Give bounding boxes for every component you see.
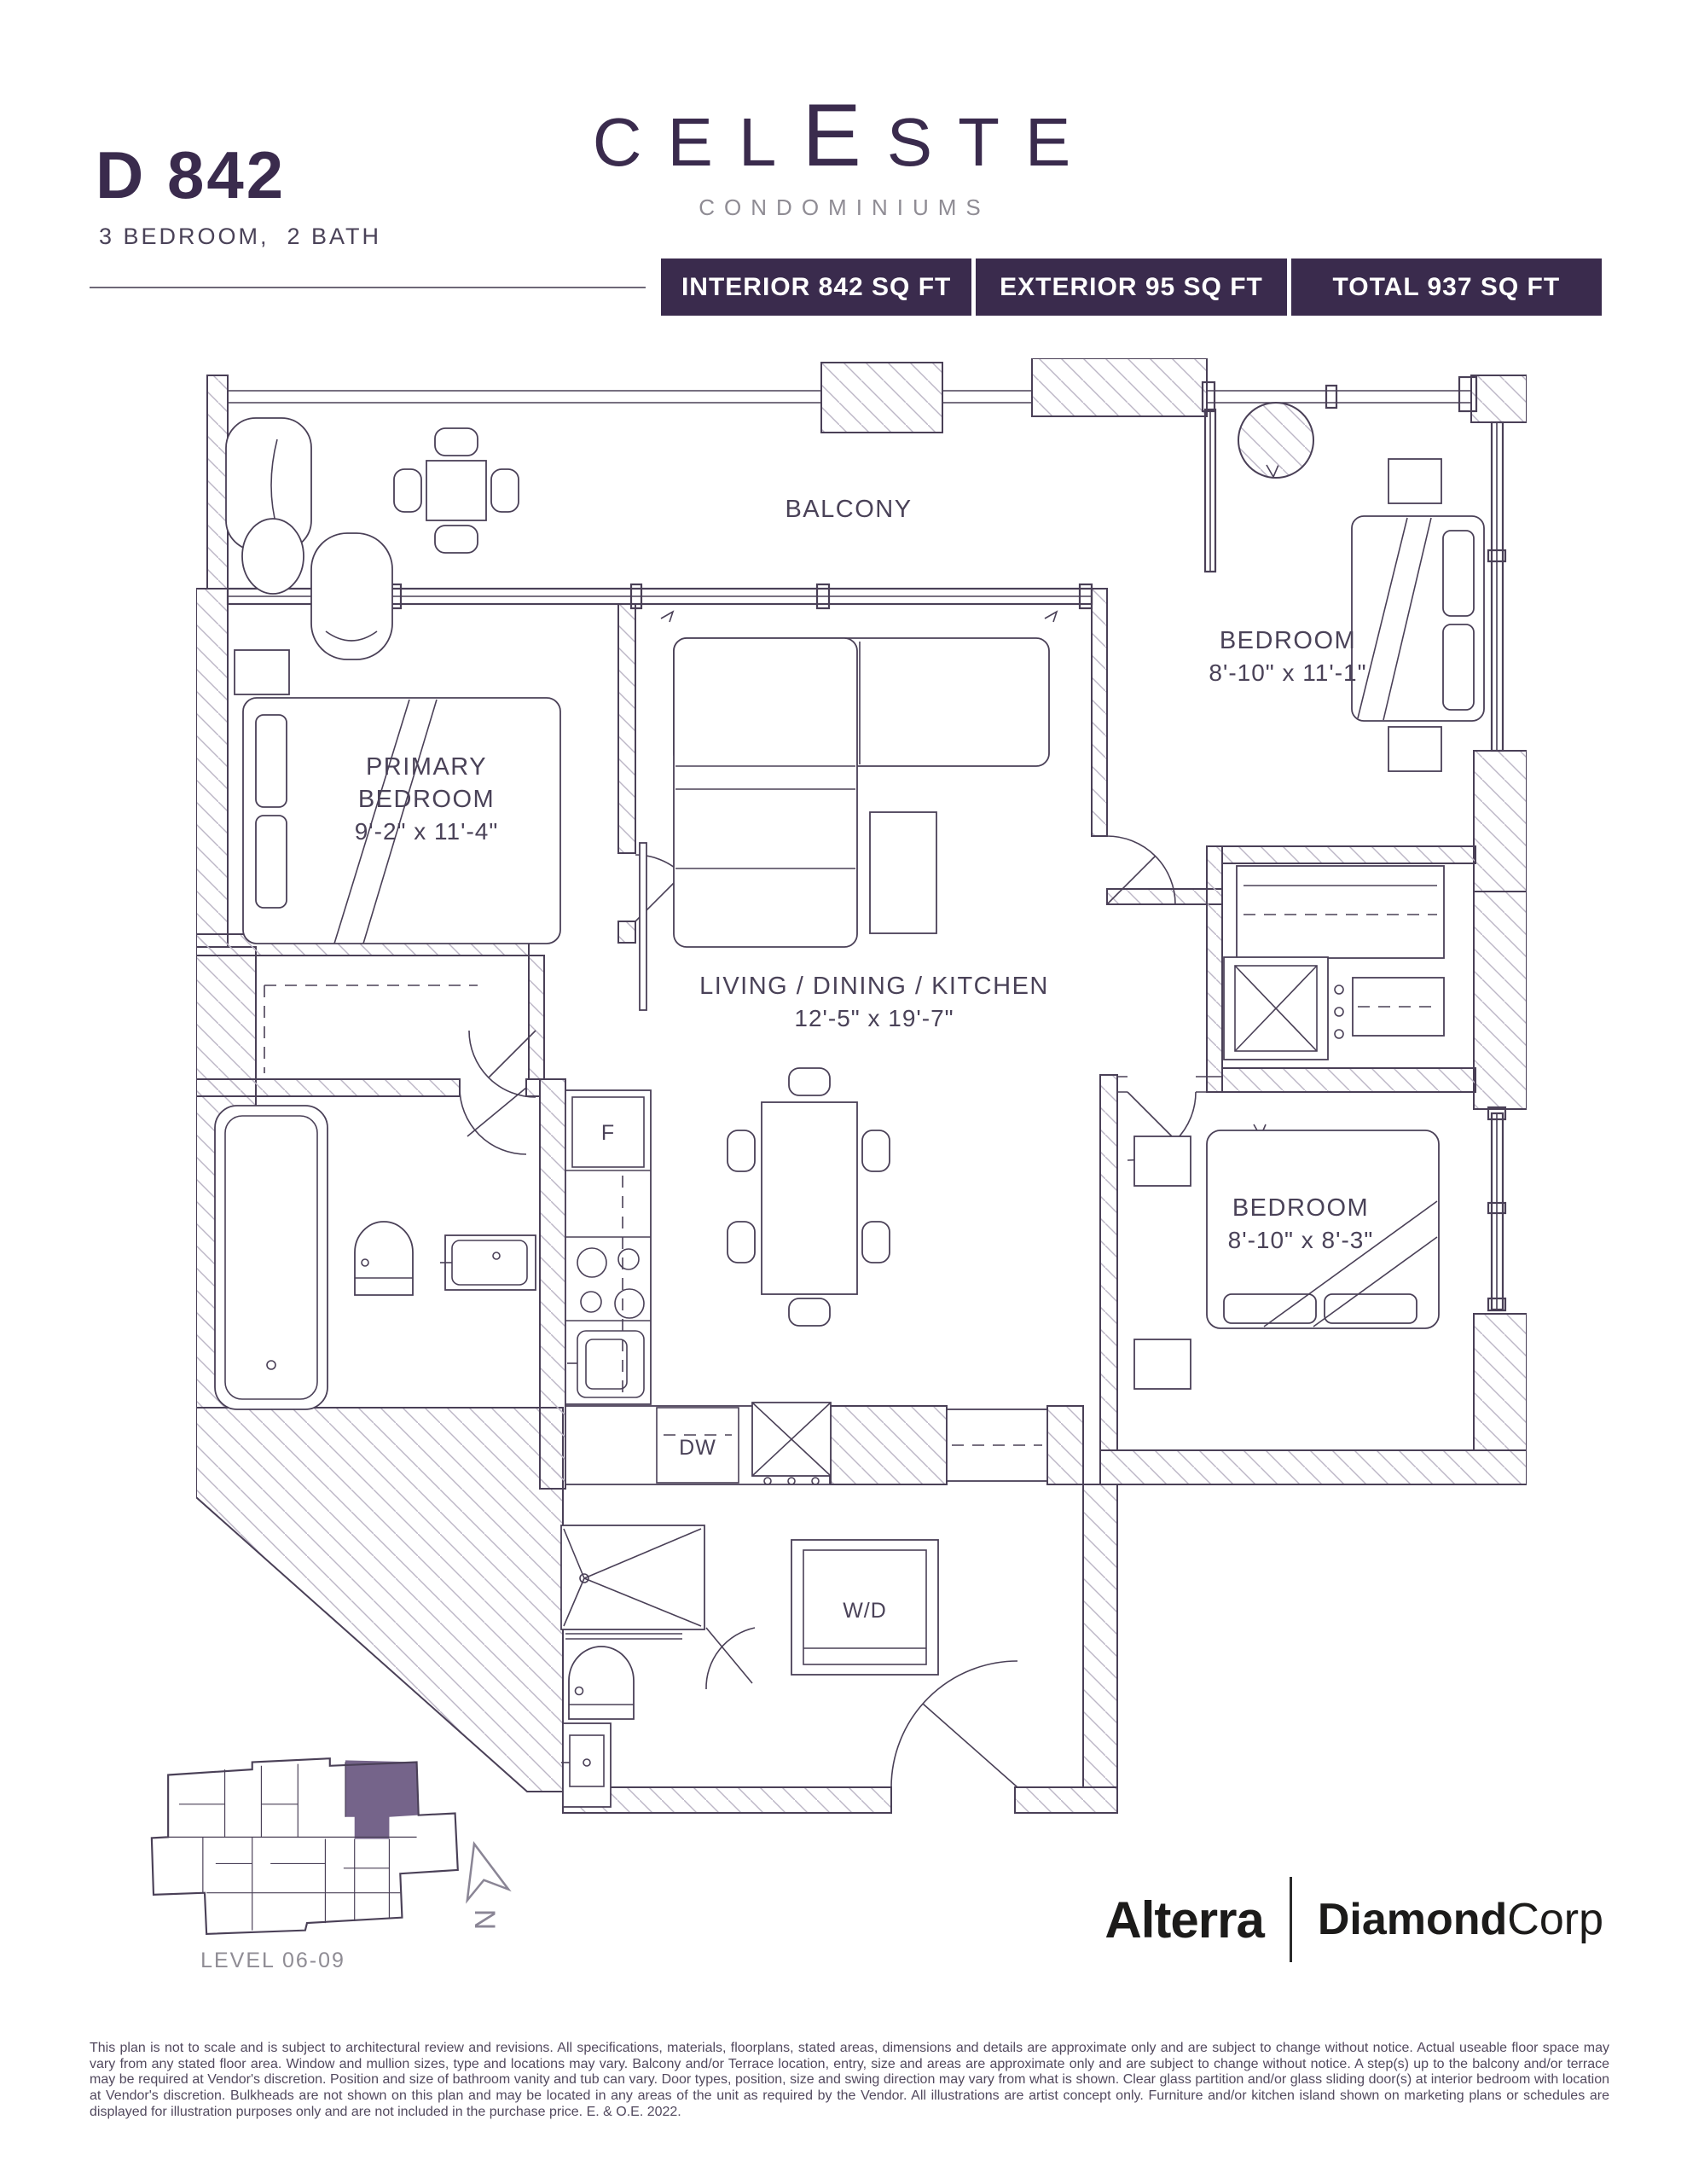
floorplan-drawing: PRIMARY BEDROOM 9'-2" x 11'-4" LIVING / …: [196, 358, 1527, 1814]
unit-code: D 842: [96, 137, 287, 212]
brand-bige: E: [802, 86, 887, 185]
balcony-furniture: [225, 417, 519, 660]
bath2-laundry: [560, 1525, 939, 1808]
keyplan-diagram: [150, 1757, 459, 1936]
room-label-primary-line2: BEDROOM: [358, 786, 495, 813]
bedroom2-furniture: [1238, 402, 1485, 772]
dining-furniture: [727, 1067, 890, 1327]
keyplan-level-label: LEVEL 06-09: [200, 1949, 345, 1972]
room-label-primary-line1: PRIMARY: [366, 753, 487, 781]
keyplan-highlight-unit: [345, 1760, 419, 1839]
area-stats-bar: INTERIOR 842 SQ FT EXTERIOR 95 SQ FT TOT…: [661, 258, 1602, 316]
diamondcorp-logo: DiamondCorp: [1318, 1894, 1603, 1945]
appliance-label-washer-dryer: W/D: [843, 1599, 887, 1623]
brand-part3: STE: [886, 104, 1097, 180]
room-dims-primary: 9'-2" x 11'-4": [355, 818, 499, 845]
room-dims-bedroom2: 8'-10" x 11'-1": [1209, 659, 1366, 686]
room-dims-bedroom3: 8'-10" x 8'-3": [1228, 1227, 1374, 1253]
diamondcorp-logo-bold: Diamond: [1317, 1895, 1508, 1944]
stat-exterior: EXTERIOR 95 SQ FT: [976, 258, 1287, 316]
header-rule: [90, 287, 646, 288]
room-label-bedroom2: BEDROOM: [1220, 627, 1356, 654]
north-arrow: N: [466, 1840, 512, 1931]
kitchen: [565, 1089, 1048, 1485]
room-label-living: LIVING / DINING / KITCHEN: [699, 973, 1049, 1000]
brand-subtitle: CONDOMINIUMS: [699, 195, 990, 220]
living-furniture: [639, 637, 1050, 1011]
bedroom3-furniture: [1133, 1130, 1440, 1390]
hall-closets: [1223, 865, 1445, 1060]
room-label-bedroom3: BEDROOM: [1232, 1194, 1369, 1222]
appliance-label-fridge: F: [601, 1121, 615, 1145]
closet-bath1: [214, 985, 536, 1410]
primary-bedroom-furniture: [234, 649, 561, 944]
room-label-balcony: BALCONY: [785, 496, 912, 523]
developer-logos: Alterra DiamondCorp: [1104, 1877, 1603, 1962]
north-label: N: [468, 1909, 501, 1931]
unit-subtitle: 3 BEDROOM, 2 BATH: [99, 224, 382, 249]
stat-total: TOTAL 937 SQ FT: [1290, 258, 1602, 316]
legal-disclaimer: This plan is not to scale and is subject…: [90, 2041, 1609, 2119]
appliance-label-dishwasher: DW: [679, 1436, 716, 1460]
brand-part1: CEL: [592, 104, 803, 180]
logo-divider: [1289, 1877, 1292, 1962]
room-dims-living: 12'-5" x 19'-7": [794, 1005, 954, 1031]
stat-interior: INTERIOR 842 SQ FT: [661, 258, 972, 316]
alterra-logo: Alterra: [1104, 1891, 1264, 1949]
diamondcorp-logo-light: Corp: [1507, 1895, 1603, 1944]
windows-and-railings: [226, 375, 1507, 1312]
